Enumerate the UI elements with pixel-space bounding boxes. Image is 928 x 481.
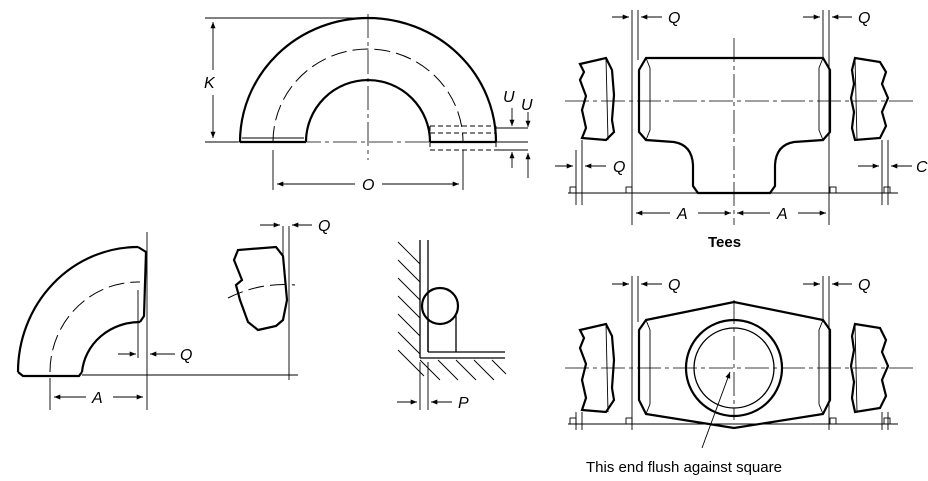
label-p: P [458, 395, 469, 412]
label-a-tee-right: A [776, 206, 788, 223]
label-o: O [362, 177, 374, 194]
label-q-top-left: Q [668, 277, 680, 294]
dimension-u [509, 108, 531, 178]
label-q-top-right: Q [858, 277, 870, 294]
label-q-tee-side-right: C [916, 159, 928, 176]
caption-tees: Tees [708, 234, 741, 251]
label-q-detail: Q [318, 218, 330, 235]
label-q-elbow: Q [180, 347, 192, 364]
label-q-tee-right: Q [858, 10, 870, 27]
label-a-tee-left: A [676, 206, 688, 223]
elbow-end-detail [227, 222, 312, 380]
elbow-90 [16, 232, 298, 410]
dimension-k [205, 17, 360, 143]
flush-detail [397, 240, 507, 410]
dimension-o [272, 150, 464, 190]
tee-fitting [555, 10, 915, 225]
label-k: K [204, 75, 216, 92]
return-bend-180 [225, 14, 528, 160]
label-q-tee-side-left: Q [613, 159, 625, 176]
caption-flush-note: This end flush against square [586, 459, 782, 476]
label-u-inner: U [521, 97, 533, 114]
label-u-outer: U [503, 89, 515, 106]
tee-top-view [565, 276, 915, 449]
label-q-tee-left: Q [668, 10, 680, 27]
label-a-elbow: A [91, 390, 103, 407]
